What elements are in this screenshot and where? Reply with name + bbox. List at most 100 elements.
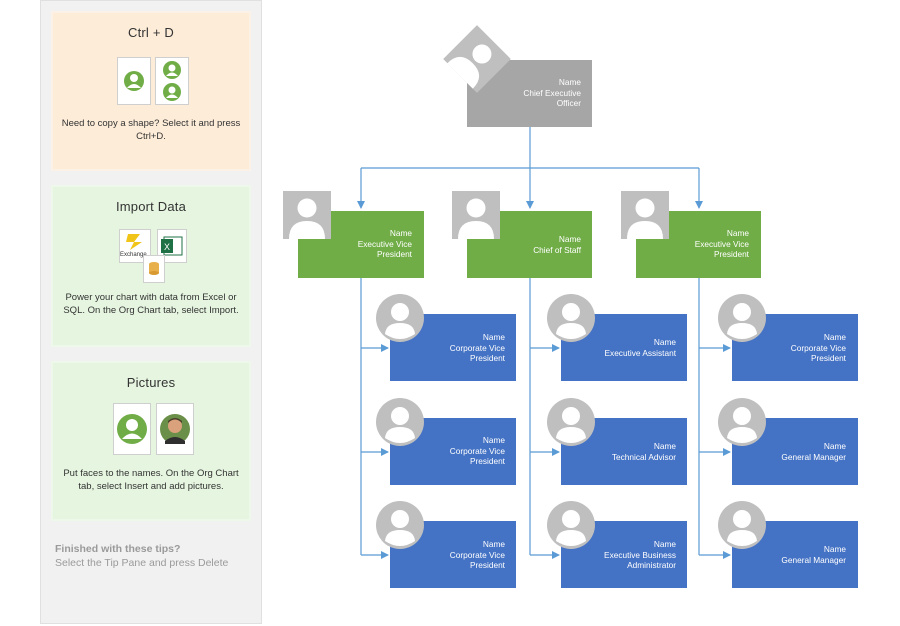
avatar	[283, 191, 331, 239]
level3-label: Name Executive Assistant	[586, 337, 676, 358]
level3-label: Name General Manager	[756, 544, 846, 565]
node-title: President	[469, 456, 505, 466]
node-title: Corporate Vice	[790, 342, 846, 353]
level3-node[interactable]	[547, 294, 687, 381]
node-title: Officer	[556, 98, 581, 108]
person-icon	[117, 414, 147, 444]
photo-picture-thumbnail	[156, 403, 194, 455]
database-thumbnail	[143, 255, 165, 283]
node-name: Name	[482, 332, 505, 342]
node-title: President	[376, 249, 412, 259]
ceo-label: Name Chief Executive Officer	[500, 77, 581, 109]
level3-label: Name Technical Advisor	[586, 441, 676, 462]
tip-card-copy-shape: Ctrl + D Need to copy a shape? Select it…	[51, 11, 251, 171]
tip-card-import-data: Import Data Exchange X Power your chart …	[51, 185, 251, 347]
level3-node[interactable]	[718, 294, 858, 381]
node-title: President	[469, 353, 505, 363]
node-name: Name	[389, 228, 412, 238]
avatar	[718, 501, 766, 549]
avatar	[718, 398, 766, 446]
person-icon	[124, 71, 144, 91]
node-name: Name	[482, 539, 505, 549]
node-title: Executive Business	[604, 549, 676, 560]
node-name: Name	[653, 441, 676, 451]
level2-node-chief-of-staff[interactable]	[452, 191, 592, 278]
tip-body: Need to copy a shape? Select it and pres…	[61, 118, 241, 142]
node-title: General Manager	[781, 554, 846, 565]
level3-label: Name Corporate Vice President	[425, 332, 505, 364]
avatar	[452, 191, 500, 239]
level2-node-evp-left[interactable]	[283, 191, 424, 278]
tip-card-pictures: Pictures Put faces to the names. On the …	[51, 361, 251, 521]
database-icon	[149, 262, 159, 275]
level3-node[interactable]	[718, 501, 858, 588]
excel-icon: X	[161, 236, 183, 256]
node-name: Name	[653, 337, 676, 347]
level3-label: Name Corporate Vice President	[425, 539, 505, 571]
avatar	[718, 294, 766, 342]
two-person-thumbnail	[155, 57, 189, 105]
level3-node[interactable]	[376, 294, 516, 381]
avatar	[547, 398, 595, 446]
level3-node[interactable]	[718, 398, 858, 485]
node-name: Name	[482, 435, 505, 445]
level3-label: Name Corporate Vice President	[766, 332, 846, 364]
connectors	[357, 127, 731, 559]
tip-body: Put faces to the names. On the Org Chart…	[63, 468, 239, 492]
level3-node[interactable]	[376, 501, 516, 588]
node-title: Executive Assistant	[604, 347, 676, 358]
finished-tips-note: Finished with these tips? Select the Tip…	[55, 542, 228, 570]
node-name: Name	[653, 539, 676, 549]
node-title: President	[713, 249, 749, 259]
node-title: President	[469, 560, 505, 570]
node-title: President	[810, 353, 846, 363]
avatar	[376, 501, 424, 549]
tip-title: Import Data	[115, 199, 187, 214]
node-name: Name	[823, 332, 846, 342]
level2-node-evp-right[interactable]	[621, 191, 761, 278]
level3-node[interactable]	[547, 501, 687, 588]
persons-icon	[163, 61, 181, 101]
node-title: Executive Vice	[694, 238, 749, 249]
node-title: Technical Advisor	[611, 451, 676, 462]
tip-pane[interactable]: Ctrl + D Need to copy a shape? Select it…	[40, 0, 262, 624]
node-title: Executive Vice	[357, 238, 412, 249]
avatar	[376, 294, 424, 342]
level3-node[interactable]	[547, 398, 687, 485]
level3-label: Name General Manager	[756, 441, 846, 462]
finished-text: Select the Tip Pane and press Delete	[55, 557, 229, 569]
finished-heading: Finished with these tips?	[55, 543, 181, 555]
placeholder-picture-thumbnail	[113, 403, 151, 455]
level3-label: Name Executive Business Administrator	[586, 539, 676, 571]
node-title: Chief Executive	[523, 87, 581, 98]
avatar	[376, 398, 424, 446]
node-name: Name	[823, 441, 846, 451]
level3-node[interactable]	[376, 398, 516, 485]
tip-title: Pictures	[126, 375, 176, 390]
tip-title: Ctrl + D	[127, 25, 175, 40]
avatar	[621, 191, 669, 239]
tip-body: Power your chart with data from Excel or…	[63, 292, 239, 316]
svg-text:X: X	[164, 242, 170, 252]
node-title: Corporate Vice	[449, 342, 505, 353]
node-name: Name	[558, 234, 581, 244]
ceo-node[interactable]	[443, 25, 592, 127]
node-title: General Manager	[781, 451, 846, 462]
node-name: Name	[726, 228, 749, 238]
level3-label: Name Corporate Vice President	[425, 435, 505, 467]
single-person-thumbnail	[117, 57, 151, 105]
node-title: Chief of Staff	[533, 244, 581, 255]
node-title: Corporate Vice	[449, 445, 505, 456]
exchange-label: Exchange	[120, 252, 147, 258]
exchange-icon	[126, 234, 142, 250]
node-name: Name	[558, 77, 581, 87]
level2-label: Name Chief of Staff	[499, 234, 581, 255]
node-title: Administrator	[627, 560, 676, 570]
photo-avatar-icon	[160, 414, 190, 444]
level2-label: Name Executive Vice President	[330, 228, 412, 260]
node-name: Name	[823, 544, 846, 554]
node-title: Corporate Vice	[449, 549, 505, 560]
level2-label: Name Executive Vice President	[667, 228, 749, 260]
avatar	[547, 294, 595, 342]
